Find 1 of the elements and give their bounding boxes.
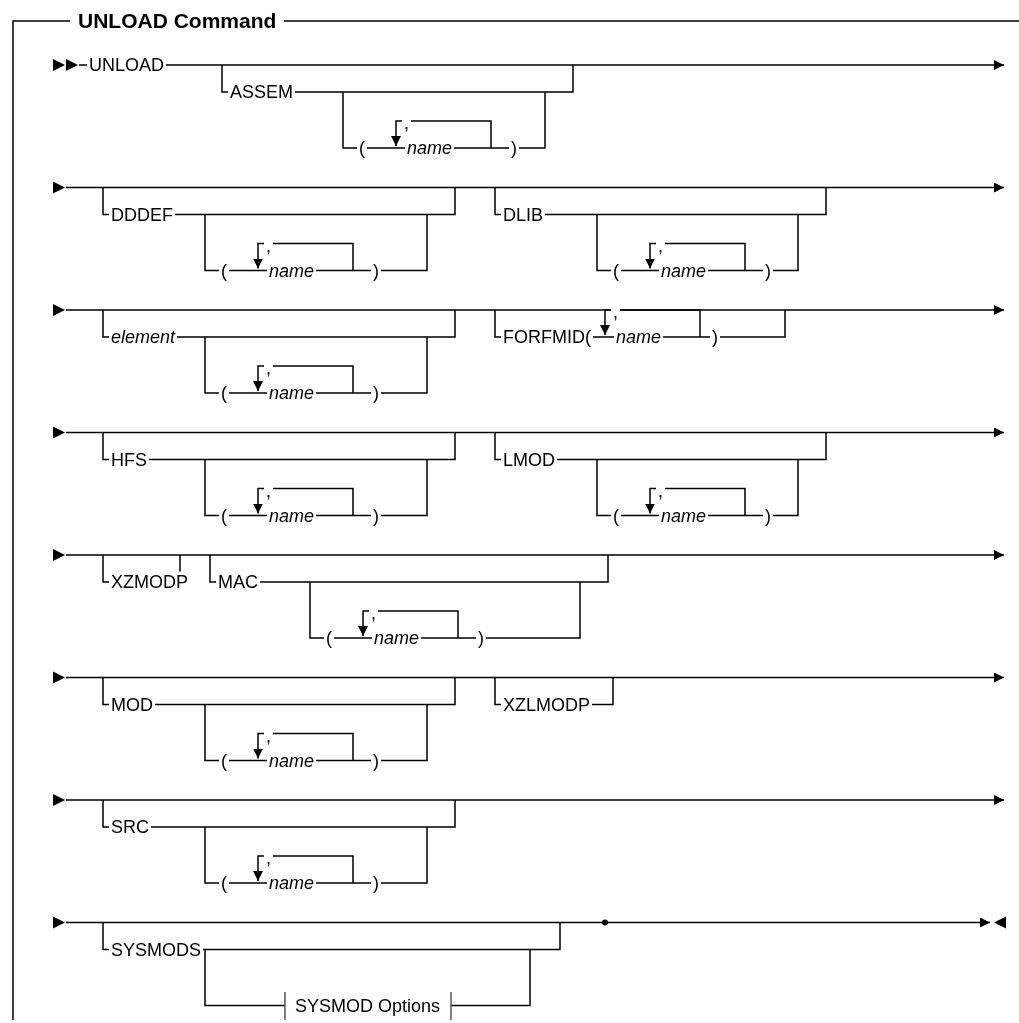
fragment-reference: SYSMOD Options <box>284 991 451 1020</box>
